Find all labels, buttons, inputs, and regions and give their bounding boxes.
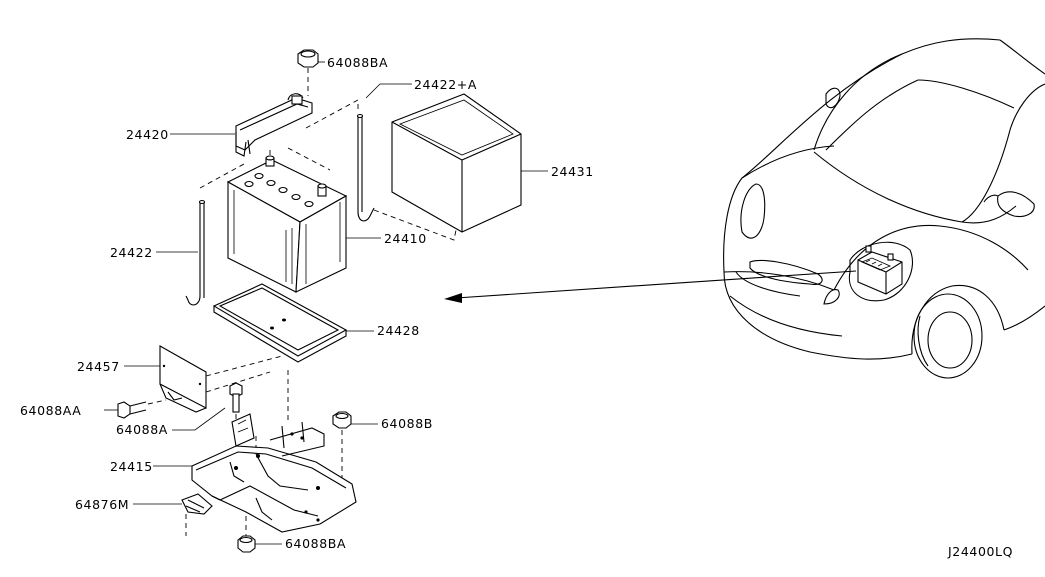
clamp-24420 <box>199 93 359 189</box>
nut-64088B <box>287 370 352 495</box>
location-arrow <box>444 270 857 303</box>
label-24422[interactable]: 24422 <box>110 245 153 260</box>
label-64088B[interactable]: 64088B <box>381 416 433 431</box>
label-24422A[interactable]: 24422+A <box>414 77 477 92</box>
nut-64088BA-top <box>297 49 319 96</box>
support-24415 <box>191 413 357 538</box>
label-64876M[interactable]: 64876M <box>75 497 129 512</box>
bracket-24457 <box>159 345 283 413</box>
part-labels: 64088BA 24422+A 24420 24431 24410 24422 … <box>20 55 1013 559</box>
nut-64088BA-bottom <box>237 535 256 553</box>
diagram-id: J24400LQ <box>947 544 1013 559</box>
bolt-64088AA <box>117 399 167 419</box>
rod-24422A <box>356 113 375 222</box>
battery-caps <box>244 172 314 208</box>
label-24428[interactable]: 24428 <box>377 323 420 338</box>
rod-24422 <box>185 199 206 306</box>
cover-24431 <box>287 93 522 241</box>
car-illustration <box>723 38 1045 379</box>
label-24420[interactable]: 24420 <box>126 127 169 142</box>
label-64088BA-top[interactable]: 64088BA <box>327 55 388 70</box>
label-64088BA-bottom[interactable]: 64088BA <box>285 536 346 551</box>
clip-64876M <box>181 493 213 536</box>
label-24431[interactable]: 24431 <box>551 164 594 179</box>
battery-24410 <box>226 150 348 293</box>
label-24415[interactable]: 24415 <box>110 459 153 474</box>
label-24457[interactable]: 24457 <box>77 359 120 374</box>
label-64088A[interactable]: 64088A <box>116 422 168 437</box>
label-64088AA[interactable]: 64088AA <box>20 403 81 418</box>
tray-24428 <box>212 283 348 363</box>
bolt-64088A <box>229 382 243 432</box>
label-24410[interactable]: 24410 <box>384 231 427 246</box>
